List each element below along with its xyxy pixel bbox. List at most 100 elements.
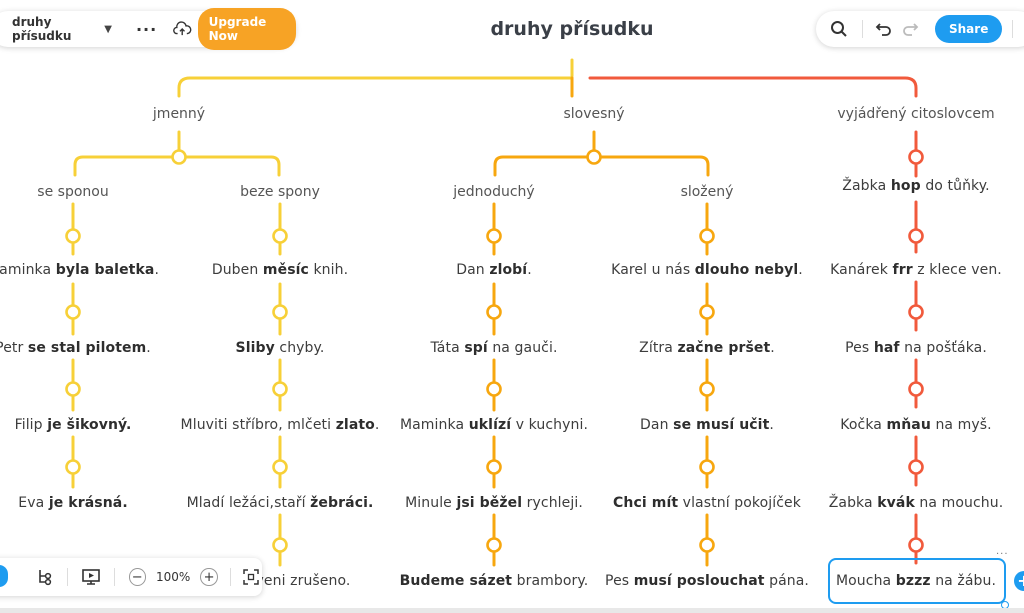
example-sentence[interactable]: Petr se stal pilotem. bbox=[0, 340, 151, 356]
example-sentence[interactable]: Mladí ležáci,staří žebráci. bbox=[187, 495, 374, 511]
sentence-text: chyby. bbox=[274, 340, 325, 356]
sentence-text: na pošťáka. bbox=[899, 340, 987, 356]
example-sentence[interactable]: Karel u nás dlouho nebyl. bbox=[611, 262, 803, 278]
example-sentence[interactable]: Budeme sázet brambory. bbox=[400, 573, 589, 589]
connector-node[interactable] bbox=[699, 228, 715, 244]
sentence-text: Kanárek bbox=[830, 262, 893, 278]
connector-node[interactable] bbox=[65, 459, 81, 475]
zoom-out-icon[interactable]: − bbox=[128, 568, 146, 586]
add-node-button[interactable]: + bbox=[1014, 571, 1024, 591]
fit-screen-icon[interactable] bbox=[241, 566, 262, 588]
cloud-upload-icon[interactable] bbox=[173, 19, 192, 39]
connector-node[interactable] bbox=[908, 228, 924, 244]
sentence-text: na mouchu. bbox=[914, 495, 1004, 511]
branch-connector-citoslovce bbox=[588, 76, 918, 98]
connector-node[interactable] bbox=[699, 304, 715, 320]
example-sentence[interactable]: Sliby chyby. bbox=[236, 340, 325, 356]
sentence-text: na gauči. bbox=[487, 340, 558, 356]
example-sentence[interactable]: Pes musí poslouchat pána. bbox=[605, 573, 809, 589]
redo-icon[interactable] bbox=[899, 18, 921, 40]
connector-node[interactable] bbox=[486, 228, 502, 244]
document-name[interactable]: druhy přísudku bbox=[12, 15, 72, 43]
example-sentence[interactable]: Maminka byla baletka. bbox=[0, 262, 159, 278]
connector-node[interactable] bbox=[486, 381, 502, 397]
subcategory-slozeny[interactable]: složený bbox=[680, 184, 734, 200]
example-sentence[interactable]: Kočka mňau na myš. bbox=[840, 417, 991, 433]
example-sentence[interactable]: Táta spí na gauči. bbox=[430, 340, 557, 356]
sentence-text: pána. bbox=[764, 573, 809, 589]
zoom-level[interactable]: 100% bbox=[155, 570, 191, 584]
predicate-text: dlouho nebyl bbox=[694, 262, 799, 278]
connector-node[interactable] bbox=[586, 149, 602, 165]
predicate-text: musí poslouchat bbox=[633, 573, 765, 589]
structure-icon[interactable] bbox=[34, 566, 55, 588]
predicate-text: kvák bbox=[877, 495, 915, 511]
connector-node[interactable] bbox=[65, 228, 81, 244]
upgrade-button[interactable]: Upgrade Now bbox=[197, 8, 296, 50]
zoom-in-icon[interactable]: + bbox=[200, 568, 218, 586]
connector-node[interactable] bbox=[486, 537, 502, 553]
category-jmenny[interactable]: jmenný bbox=[152, 106, 206, 122]
connector-node[interactable] bbox=[272, 381, 288, 397]
predicate-text: . bbox=[122, 495, 128, 511]
example-sentence[interactable]: Žabka hop do tůňky. bbox=[842, 178, 989, 194]
side-panel-toggle[interactable] bbox=[0, 565, 8, 587]
connector-node[interactable] bbox=[699, 381, 715, 397]
connector-node[interactable] bbox=[272, 459, 288, 475]
sentence-text: Filip bbox=[14, 417, 48, 433]
example-sentence[interactable]: Maminka uklízí v kuchyni. bbox=[400, 417, 588, 433]
predicate-text: žebráci bbox=[310, 495, 369, 511]
selected-node-outline[interactable] bbox=[828, 558, 1006, 604]
connector-node[interactable] bbox=[908, 149, 924, 165]
connector-node[interactable] bbox=[908, 381, 924, 397]
sentence-text: Dan bbox=[640, 417, 674, 433]
example-sentence[interactable]: Minule jsi běžel rychleji. bbox=[405, 495, 583, 511]
example-sentence[interactable]: Pes haf na pošťáka. bbox=[845, 340, 987, 356]
example-sentence[interactable]: Eva je krásná. bbox=[18, 495, 127, 511]
subcategory-se-sponou[interactable]: se sponou bbox=[37, 184, 109, 200]
category-slovesny[interactable]: slovesný bbox=[563, 106, 625, 122]
subcategory-jednoduchy[interactable]: jednoduchý bbox=[453, 184, 535, 200]
divider bbox=[229, 568, 231, 586]
connector-node[interactable] bbox=[908, 304, 924, 320]
connector-node[interactable] bbox=[908, 537, 924, 553]
connector-node[interactable] bbox=[272, 304, 288, 320]
search-icon[interactable] bbox=[828, 18, 850, 40]
chevron-down-icon[interactable]: ▼ bbox=[104, 23, 112, 35]
more-icon[interactable]: ··· bbox=[135, 19, 158, 39]
connector-node[interactable] bbox=[908, 459, 924, 475]
example-sentence[interactable]: veni zrušeno. bbox=[256, 573, 351, 589]
example-sentence[interactable]: Žabka kvák na mouchu. bbox=[829, 495, 1004, 511]
connector-node[interactable] bbox=[699, 537, 715, 553]
example-sentence[interactable]: Kanárek frr z klece ven. bbox=[830, 262, 1002, 278]
undo-icon[interactable] bbox=[873, 18, 895, 40]
map-title[interactable]: druhy přísudku bbox=[490, 18, 654, 40]
connector-node[interactable] bbox=[486, 304, 502, 320]
example-sentence[interactable]: Zítra začne pršet. bbox=[639, 340, 775, 356]
example-sentence[interactable]: Dan zlobí. bbox=[456, 262, 532, 278]
connector-node[interactable] bbox=[699, 459, 715, 475]
connector-node[interactable] bbox=[272, 537, 288, 553]
example-sentence[interactable]: Chci mít vlastní pokojíček bbox=[613, 495, 801, 511]
connector-node[interactable] bbox=[486, 459, 502, 475]
sentence-text: Pes bbox=[605, 573, 634, 589]
node-more-icon[interactable]: ··· bbox=[996, 549, 1009, 560]
presentation-icon[interactable] bbox=[80, 566, 101, 588]
menu-icon[interactable]: ⋮ bbox=[1019, 20, 1024, 39]
example-sentence[interactable]: Mluviti stříbro, mlčeti zlato. bbox=[181, 417, 380, 433]
category-citoslovce[interactable]: vyjádřený citoslovcem bbox=[837, 106, 995, 122]
example-sentence[interactable]: Filip je šikovný. bbox=[15, 417, 132, 433]
example-sentence[interactable]: Moucha bzzz na žábu. bbox=[836, 573, 996, 589]
sentence-text: Zítra bbox=[639, 340, 678, 356]
example-sentence[interactable]: Dan se musí učit. bbox=[640, 417, 774, 433]
connector-node[interactable] bbox=[272, 228, 288, 244]
connector-node[interactable] bbox=[65, 304, 81, 320]
connector-node[interactable] bbox=[65, 381, 81, 397]
sentence-text: knih. bbox=[308, 262, 349, 278]
sentence-text: Duben bbox=[211, 262, 263, 278]
subcategory-beze-spony[interactable]: beze spony bbox=[240, 184, 320, 200]
example-sentence[interactable]: Duben měsíc knih. bbox=[212, 262, 348, 278]
connector-node[interactable] bbox=[171, 149, 187, 165]
share-button[interactable]: Share bbox=[935, 15, 1003, 43]
